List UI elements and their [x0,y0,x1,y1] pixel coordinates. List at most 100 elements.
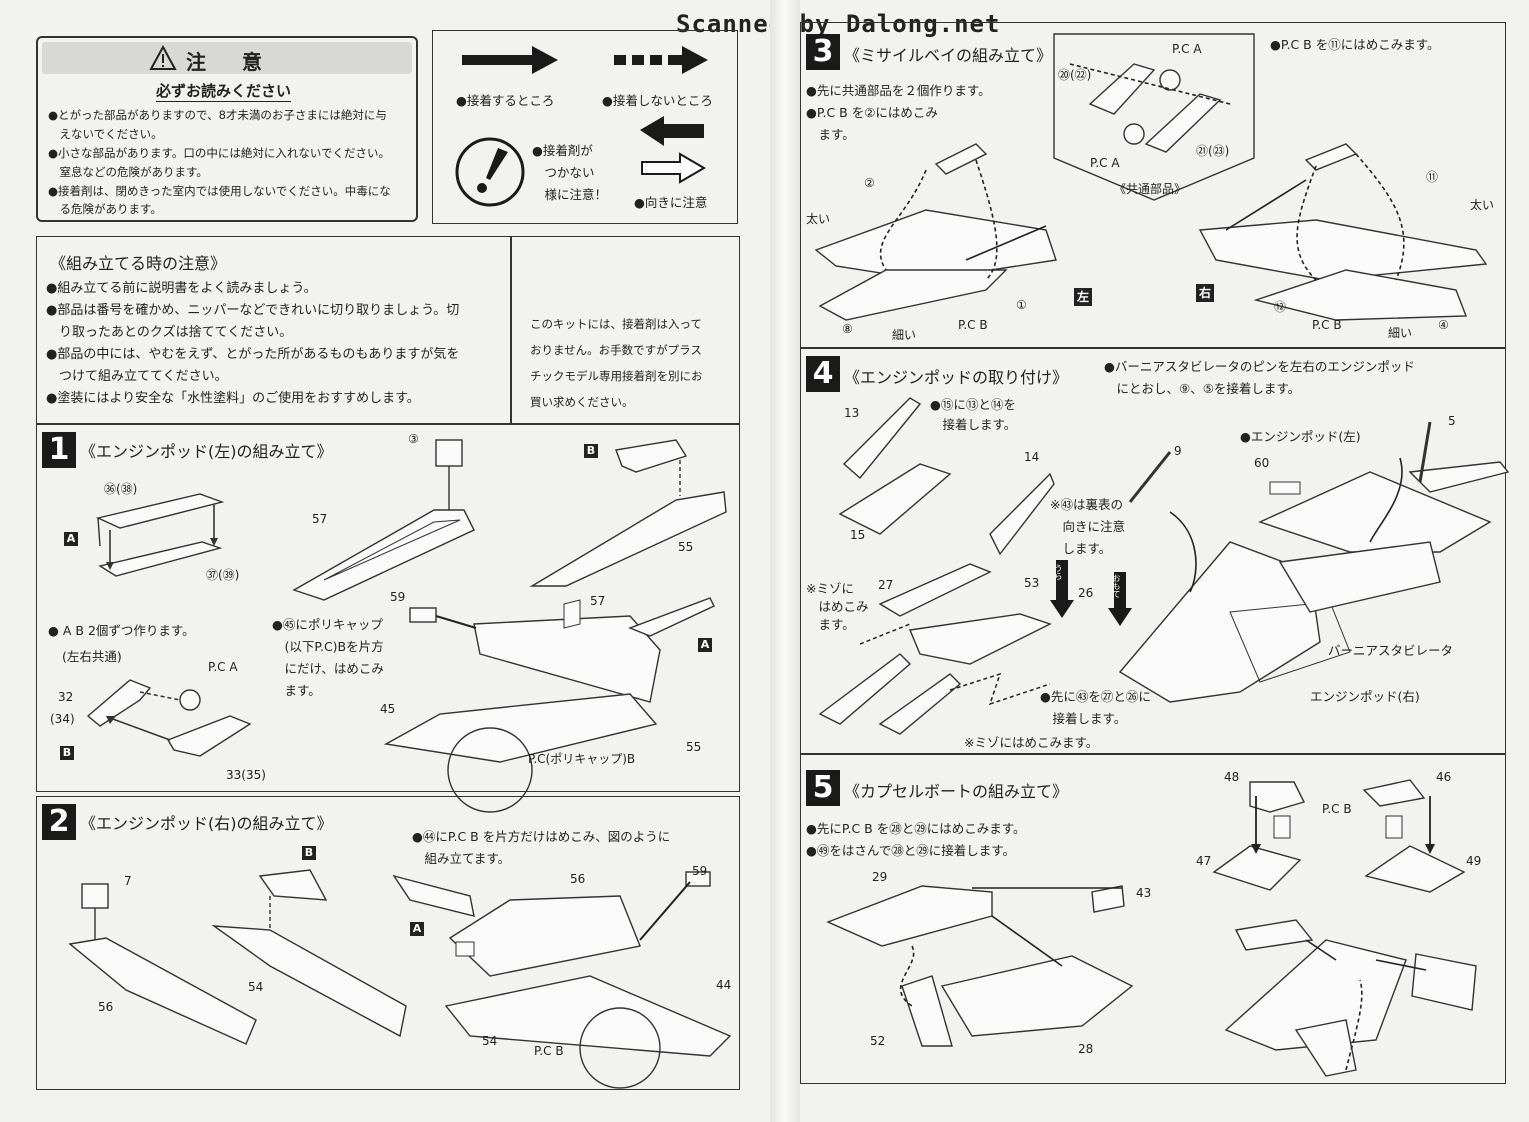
caution-line: ●小さな部品があります。口の中には絶対に入れないでください。 [48,146,391,160]
back-side-label: うら [1054,564,1063,580]
step2-number: 2 [42,804,76,840]
label-part-36: ㊱(㊳) [104,482,138,496]
step4-note-groove2: ※ミゾにはめこみます。 [964,735,1099,750]
step1-note-ab-common: (左右共通) [62,649,122,664]
label-part-7: 7 [124,874,132,888]
label-pcb: P.C B [958,318,988,332]
label-part-45: 45 [380,702,396,716]
label-part-2: ② [864,176,875,190]
label-part-28: 28 [1078,1042,1094,1056]
caution-header-band [42,42,412,74]
caution-title: 注 意 [186,50,270,74]
back-side-arrow-icon [1050,560,1074,618]
label-part-57: 57 [590,594,606,608]
assembly-note-line: ●部品の中には、やむをえず、とがった所があるものもありますが気を [46,347,460,362]
label-part-9: 9 [1174,444,1182,458]
subassembly-a-badge: A [64,532,78,546]
step2-note: 組み立てます。 [412,851,511,866]
part-57-hull-drawing [292,439,475,601]
legend-glue-label: ●接着するところ [456,93,555,108]
label-thick: 太い [1470,198,1495,212]
step1-note-45: ●㊺にポリキャップ [272,617,383,632]
label-part-55: 55 [678,540,694,554]
assembly-notes-box [36,236,740,424]
subassembly-b-badge: B [302,846,316,860]
part-55-hull-drawing [529,439,727,587]
label-part-27: 27 [878,578,894,592]
label-part-46: 46 [1436,770,1452,784]
label-part-5: 5 [1448,414,1456,428]
label-part-54: 54 [248,980,264,994]
label-part-54: 54 [482,1034,498,1048]
label-part-8: ⑧ [842,322,853,336]
left-side-badge: 左 [1074,288,1092,306]
part-36-38-drawing [95,493,225,577]
label-part-37: ㊲(㊴) [206,568,240,582]
label-part-32: 32 [58,690,74,704]
step4-panel [800,348,1506,754]
step3-note-right: ●P.C B を⑪にはめこみます。 [1270,37,1440,52]
step4-note-15: ●⑮に⑬と⑭を [930,397,1016,412]
label-pca: P.C A [208,660,238,674]
step4-title: 《エンジンポッドの取り付け》 [844,368,1069,387]
label-pcb: P.C B [1322,802,1352,816]
glue-not-included-note: 買い求めください。 [530,395,634,409]
step4-note-groove: ます。 [806,617,855,632]
label-part-21: ㉑(㉓) [1196,144,1230,158]
assembly-note-line: ●組み立てる前に説明書をよく読みましょう。 [46,281,317,296]
engine-pod-right-assembly-drawing [392,871,732,1089]
label-pcb: P.C B [1312,318,1342,332]
missile-bay-left-drawing [814,143,1057,321]
label-part-15: 15 [850,528,866,542]
direction-arrows-icon [640,116,706,184]
step4-note-53: ※㊸は裏表の [1050,497,1123,512]
step3-note: ます。 [806,127,855,142]
subassembly-a-badge: A [410,922,424,936]
label-part-12: ⑫ [1274,300,1287,314]
step3-number: 3 [806,34,840,70]
exclamation-circle-icon [455,137,525,207]
step5-panel [800,754,1506,1084]
label-engine-pod-left: ●エンジンポッド(左) [1240,429,1361,444]
step2-note: ●㊹にP.C B を片方だけはめこみ、図のように [412,829,671,844]
step2-title: 《エンジンポッド(右)の組み立て》 [80,814,333,833]
label-part-60: 60 [1254,456,1270,470]
step1-note-45: ます。 [272,683,321,698]
front-side-label: おもて [1112,574,1121,598]
glue-arrow-icon [462,46,558,74]
right-side-badge: 右 [1196,284,1214,302]
label-pca: P.C A [1172,42,1202,56]
label-part-49: 49 [1466,854,1482,868]
step5-title: 《カプセルボートの組み立て》 [844,782,1069,801]
label-part-1: ① [1016,298,1027,312]
label-part-52: 52 [870,1034,886,1048]
label-pca: P.C A [1090,156,1120,170]
caution-box [36,36,418,222]
label-part-13: 13 [844,406,860,420]
label-part-20: ⑳(㉒) [1058,68,1092,82]
symbol-legend-box [432,30,738,224]
step1-note-45: (以下P.C)Bを片方 [272,639,384,654]
glue-not-included-note: おりません。お手数ですがプラス [530,343,702,357]
step4-note-53: します。 [1050,541,1112,556]
label-vernier-stabilizer: バーニアスタビレータ [1328,643,1454,658]
capsule-boat-final-drawing [1224,919,1477,1077]
step5-note: ●先にP.C B を㉘と㉙にはめこみます。 [806,821,1026,836]
assembly-note-line: ●部品は番号を確かめ、ニッパーなどできれいに切り取りましょう。切 [46,303,460,318]
label-part-55: 55 [686,740,702,754]
label-part-4: ④ [1438,318,1449,332]
label-engine-pod-right: エンジンポッド(右) [1310,689,1420,704]
assembly-note-line: り取ったあとのクズは捨ててください。 [46,325,293,340]
caution-subtitle: 必ずお読みください [156,82,292,102]
step4-number: 4 [806,356,840,392]
assembly-notes-divider [510,236,512,424]
legend-warn-label: 様に注意！ [532,187,608,202]
step1-note-45: にだけ、はめこみ [272,661,384,676]
label-part-59: 59 [692,864,708,878]
step3-note: ●先に共通部品を２個作ります。 [806,83,991,98]
no-glue-dashed-arrow-icon [614,46,708,74]
stabilizer-subassembly-drawing [818,397,1055,735]
step4-note-53: 向きに注意 [1050,519,1126,534]
glue-not-included-note: このキットには、接着剤は入って [530,317,702,331]
subassembly-a-badge: A [698,638,712,652]
